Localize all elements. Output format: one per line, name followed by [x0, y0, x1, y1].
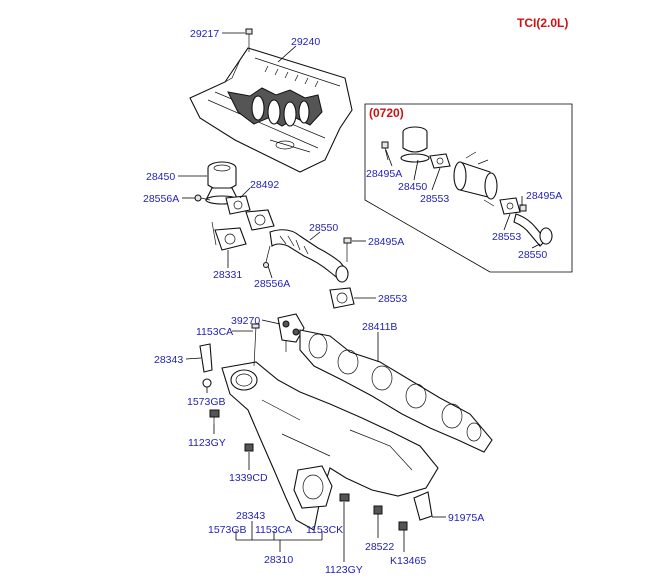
label-29217: 29217 [190, 28, 219, 40]
sensor-39270 [277, 313, 305, 352]
label-28343: 28343 [154, 354, 183, 366]
gasket-28553 [329, 287, 355, 309]
gasket-hose-inlet [245, 209, 275, 231]
inset-label-28553-1: 28553 [420, 193, 449, 205]
label-28556A-2: 28556A [254, 278, 290, 290]
variant-title: TCI(2.0L) [517, 16, 568, 30]
tube-28343 [199, 343, 213, 373]
bolt-28556A [194, 194, 211, 202]
inset-label-28450: 28450 [398, 181, 427, 193]
inset-code: (0720) [369, 106, 404, 120]
label-39270: 39270 [231, 315, 260, 327]
nut-28522 [373, 505, 383, 515]
label-1123GY-bottom: 1123GY [325, 564, 363, 576]
bolt-1123GY-left [209, 409, 220, 424]
plate-28331 [211, 221, 247, 251]
label-91975A: 91975A [448, 512, 484, 524]
label-29240: 29240 [291, 36, 320, 48]
label-28331: 28331 [213, 269, 242, 281]
manifold-gasket-28411B [299, 329, 493, 453]
inset-label-28495A-1: 28495A [366, 168, 402, 180]
label-1123GY-1: 1123GY [188, 437, 226, 449]
inset-label-28553-2: 28553 [492, 231, 521, 243]
label-28310: 28310 [264, 554, 293, 566]
inset-box: (0720) [364, 103, 573, 273]
bracket-91975A [413, 491, 433, 521]
label-28550: 28550 [309, 222, 338, 234]
label-28556A-1: 28556A [143, 193, 179, 205]
label-28343-bottom: 28343 [236, 510, 265, 522]
label-28522: 28522 [365, 541, 394, 553]
label-28495A: 28495A [368, 236, 404, 248]
bolt-1123GY-bottom [339, 493, 350, 502]
label-1573GB: 1573GB [187, 396, 226, 408]
label-K13465: K13465 [390, 555, 426, 567]
inset-label-28550: 28550 [518, 249, 547, 261]
label-28492: 28492 [250, 179, 279, 191]
stud-1153CA [251, 323, 260, 367]
label-1153CK: 1153CK [306, 524, 343, 536]
engine-cover-29240 [189, 47, 353, 173]
egr-valve-28450 [205, 161, 239, 205]
inset-label-28495A-2: 28495A [526, 190, 562, 202]
nut-K13465 [398, 521, 408, 531]
label-1153CA-bottom: 1153CA [255, 524, 292, 536]
label-1573GB-bottom: 1573GB [208, 524, 247, 536]
label-28450: 28450 [146, 171, 175, 183]
exhaust-manifold-28310 [221, 361, 439, 531]
gasket-28492 [225, 195, 251, 215]
leader-lines [178, 32, 541, 562]
egr-pipe-28550 [263, 229, 349, 283]
callout-labels: 29217 29240 28450 28556A 28492 28331 285… [143, 28, 562, 576]
label-1153CA: 1153CA [196, 326, 233, 338]
washer-1573GB [202, 378, 212, 388]
bolt-29217 [245, 28, 253, 52]
label-1339CD: 1339CD [229, 472, 268, 484]
bolt-28495A [343, 237, 352, 262]
label-28411B: 28411B [362, 321, 397, 333]
nut-1339CD [244, 443, 254, 452]
label-28553: 28553 [378, 293, 407, 305]
